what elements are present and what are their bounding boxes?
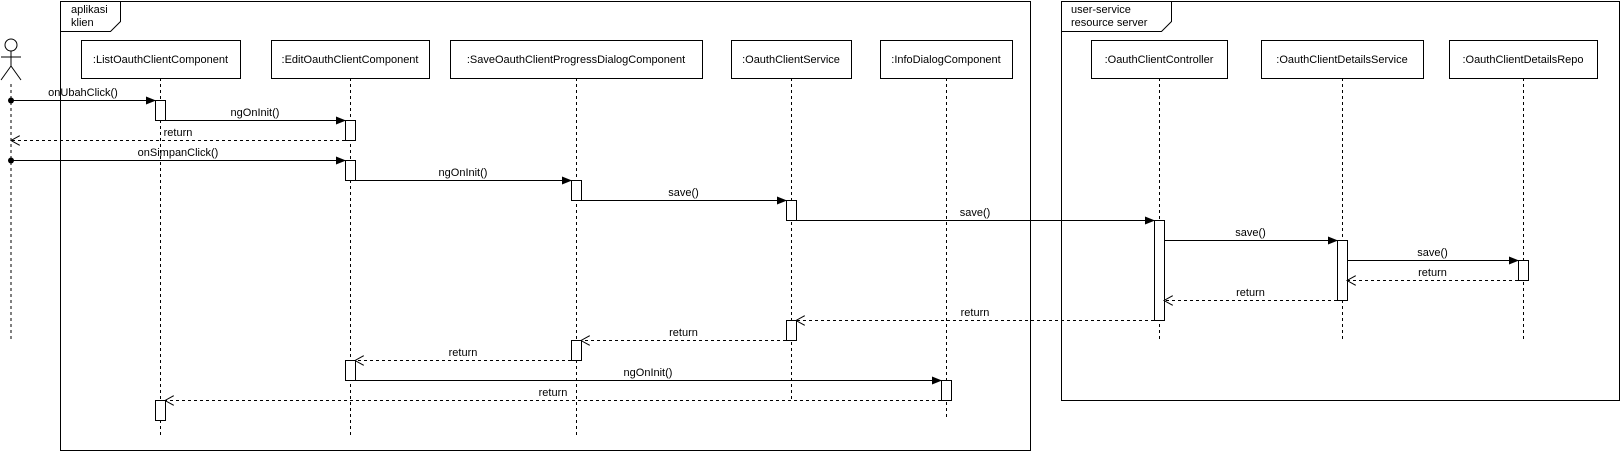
lifeline-label: :OauthClientDetailsService	[1276, 54, 1407, 66]
activation-bar-info	[941, 380, 952, 401]
message-call: save()	[581, 187, 787, 205]
activation-bar-ctrl	[1154, 220, 1165, 321]
frame-label: resource server	[1071, 17, 1148, 29]
message-label: save()	[1235, 227, 1266, 239]
lifeline-label: :EditOauthClientComponent	[282, 54, 419, 66]
actor-icon	[0, 38, 22, 81]
frame-tab	[1061, 1, 1172, 32]
found-message-dot	[8, 157, 14, 164]
message-label: save()	[1417, 247, 1448, 259]
message-return: return	[796, 307, 1154, 321]
message-label: save()	[960, 207, 991, 219]
message-label: return	[669, 327, 698, 339]
activation-bar-list	[155, 100, 166, 121]
frame-tab	[60, 1, 121, 32]
activation-bar-progress	[571, 340, 582, 361]
message-label: return	[1236, 287, 1265, 299]
activation-bar-list	[155, 400, 166, 421]
message-label: return	[449, 347, 478, 359]
message-label: ngOnInit()	[439, 167, 488, 179]
frame-label: klien	[71, 17, 94, 29]
activation-bar-edit	[345, 160, 356, 181]
message-call: save()	[1164, 227, 1338, 245]
message-label: onUbahClick()	[48, 87, 118, 99]
lifeline-progress: :SaveOauthClientProgressDialogComponent	[450, 40, 703, 438]
frame-border	[1061, 1, 1620, 401]
message-return: return	[355, 347, 571, 361]
message-return: return	[1164, 287, 1337, 301]
lifeline-edit: :EditOauthClientComponent	[271, 40, 430, 438]
message-call: onUbahClick()	[8, 87, 156, 105]
message-label: ngOnInit()	[231, 107, 280, 119]
activation-bar-edit	[345, 360, 356, 381]
message-call: ngOnInit()	[355, 367, 942, 385]
activation-bar-progress	[571, 180, 582, 201]
lifeline-svc: :OauthClientService	[731, 40, 852, 400]
activation-bar-svc	[786, 320, 797, 341]
lifeline-info: :InfoDialogComponent	[880, 40, 1013, 420]
message-return: return	[1347, 267, 1518, 281]
activation-bar-svc	[786, 200, 797, 221]
activation-bar-repo	[1518, 260, 1529, 281]
lifeline-head	[450, 40, 703, 79]
frame-label: aplikasi	[71, 4, 108, 16]
lifeline-label: :OauthClientDetailsRepo	[1462, 54, 1583, 66]
activation-bar-edit	[345, 120, 356, 141]
message-label: return	[1418, 267, 1447, 279]
found-message-dot	[8, 97, 14, 104]
message-return: return	[165, 387, 941, 401]
message-call: onSimpanClick()	[8, 147, 346, 165]
lifeline-head	[1449, 40, 1598, 79]
frame-label: user-service	[1071, 4, 1131, 16]
lifeline-label: :SaveOauthClientProgressDialogComponent	[467, 54, 685, 66]
lifeline-head	[271, 40, 430, 79]
message-label: save()	[668, 187, 699, 199]
lifeline-head	[81, 40, 241, 79]
lifeline-label: :OauthClientController	[1105, 54, 1214, 66]
activation-bar-dsvc	[1337, 240, 1348, 301]
lifeline-label: :InfoDialogComponent	[891, 54, 1000, 66]
lifeline-ctrl: :OauthClientController	[1091, 40, 1228, 340]
message-return: return	[581, 327, 786, 341]
message-call: save()	[796, 207, 1155, 225]
message-call: save()	[1347, 247, 1519, 265]
message-label: return	[164, 127, 193, 139]
lifeline-actor	[0, 38, 22, 340]
lifeline-list: :ListOauthClientComponent	[81, 40, 241, 438]
message-label: ngOnInit()	[624, 367, 673, 379]
message-call: ngOnInit()	[355, 167, 572, 185]
message-return: return	[11, 127, 345, 141]
lifeline-label: :OauthClientService	[742, 54, 840, 66]
lifeline-repo: :OauthClientDetailsRepo	[1449, 40, 1598, 340]
message-label: return	[961, 307, 990, 319]
message-label: onSimpanClick()	[138, 147, 219, 159]
lifeline-head	[731, 40, 852, 79]
message-call: ngOnInit()	[165, 107, 346, 125]
lifeline-head	[1261, 40, 1424, 79]
message-label: return	[539, 387, 568, 399]
lifeline-label: :ListOauthClientComponent	[93, 54, 228, 66]
